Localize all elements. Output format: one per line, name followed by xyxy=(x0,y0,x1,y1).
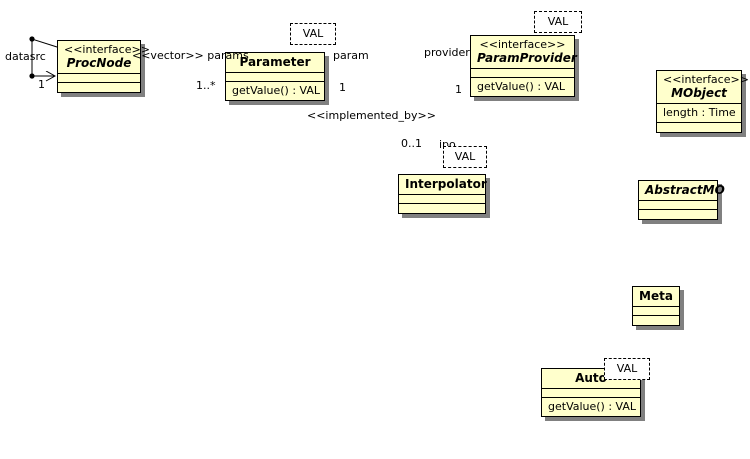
label-implemented-by: <<implemented_by>> xyxy=(307,109,436,122)
meta-class-name: Meta xyxy=(639,289,673,303)
class-box-parameter[interactable]: Parameter getValue() : VAL xyxy=(225,52,325,101)
interpolator-operations-compartment xyxy=(399,204,485,213)
label-param-role: param xyxy=(333,49,369,62)
class-box-procnode[interactable]: <<interface>> ProcNode xyxy=(57,40,150,93)
parameter-operations-compartment: getValue() : VAL xyxy=(226,82,324,100)
abstractmo-class-name: AbstractMO xyxy=(645,183,725,197)
label-params-multiplicity: 1..* xyxy=(196,79,216,92)
label-interpolator-multiplicity: 0..1 xyxy=(401,137,422,150)
template-param-paramprovider: VAL xyxy=(534,11,582,33)
label-vector-params: <<vector>> params xyxy=(132,49,249,62)
parameter-operation-getvalue: getValue() : VAL xyxy=(232,84,321,97)
parameter-name-compartment: Parameter xyxy=(226,53,324,73)
procnode-name-compartment: <<interface>> ProcNode xyxy=(58,41,150,74)
procnode-attributes-compartment xyxy=(58,74,140,83)
abstractmo-attributes-compartment xyxy=(639,201,717,210)
meta-operations-compartment xyxy=(633,316,679,325)
procnode-class-name: ProcNode xyxy=(66,56,132,70)
class-box-abstractmo[interactable]: AbstractMO xyxy=(638,180,725,220)
auto-attributes-compartment xyxy=(542,389,640,398)
template-param-parameter: VAL xyxy=(290,23,336,45)
template-param-auto: VAL xyxy=(604,358,650,380)
mobject-name-compartment: <<interface>> MObject xyxy=(657,71,749,104)
label-provider-role: provider xyxy=(424,46,470,59)
procnode-operations-compartment xyxy=(58,83,140,92)
paramprovider-attributes-compartment xyxy=(471,69,574,78)
class-box-mobject[interactable]: <<interface>> MObject length : Time xyxy=(656,70,749,133)
paramprovider-name-compartment: <<interface>> ParamProvider xyxy=(471,36,577,69)
paramprovider-operations-compartment: getValue() : VAL xyxy=(471,78,574,96)
auto-name-compartment: Auto xyxy=(542,369,640,389)
label-implemented-by-multiplicity: 1 xyxy=(339,81,346,94)
template-param-interpolator: VAL xyxy=(443,146,487,168)
mobject-attribute-length: length : Time xyxy=(663,106,736,119)
auto-class-name: Auto xyxy=(575,371,607,385)
paramprovider-stereotype: <<interface>> xyxy=(479,38,566,51)
auto-operation-getvalue: getValue() : VAL xyxy=(548,400,637,413)
label-datasrc: datasrc xyxy=(5,50,46,63)
class-box-paramprovider[interactable]: <<interface>> ParamProvider getValue() :… xyxy=(470,35,577,97)
abstractmo-name-compartment: AbstractMO xyxy=(639,181,725,201)
class-box-meta[interactable]: Meta xyxy=(632,286,680,326)
paramprovider-class-name: ParamProvider xyxy=(477,51,577,65)
parameter-attributes-compartment xyxy=(226,73,324,82)
label-provider-multiplicity: 1 xyxy=(455,83,462,96)
parameter-class-name: Parameter xyxy=(239,55,311,69)
meta-name-compartment: Meta xyxy=(633,287,679,307)
procnode-stereotype: <<interface>> xyxy=(64,43,150,56)
mobject-class-name: MObject xyxy=(671,86,727,100)
class-box-interpolator[interactable]: Interpolator xyxy=(398,174,487,214)
mobject-stereotype: <<interface>> xyxy=(663,73,749,86)
interpolator-name-compartment: Interpolator xyxy=(399,175,487,195)
mobject-attributes-compartment: length : Time xyxy=(657,104,741,123)
mobject-operations-compartment xyxy=(657,123,741,132)
abstractmo-operations-compartment xyxy=(639,210,717,219)
meta-attributes-compartment xyxy=(633,307,679,316)
label-datasrc-multiplicity: 1 xyxy=(38,78,45,91)
interpolator-class-name: Interpolator xyxy=(405,177,487,191)
auto-operations-compartment: getValue() : VAL xyxy=(542,398,640,416)
interpolator-attributes-compartment xyxy=(399,195,485,204)
paramprovider-operation-getvalue: getValue() : VAL xyxy=(477,80,566,93)
